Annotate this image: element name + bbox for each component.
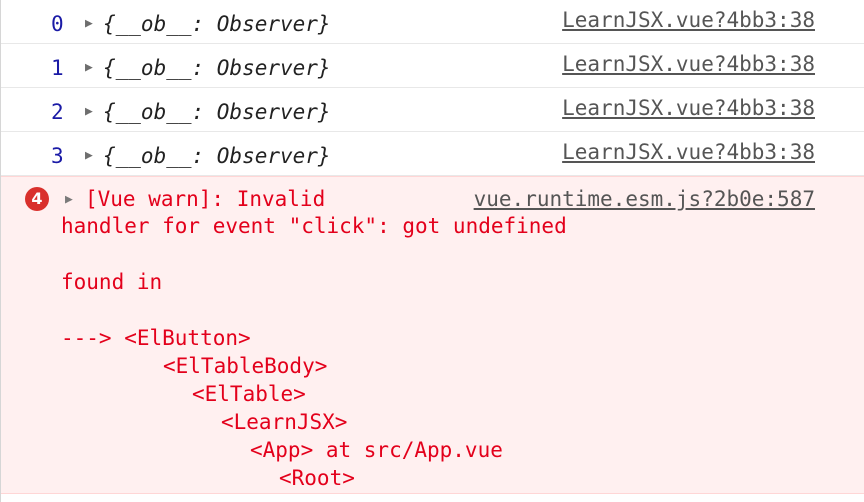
log-source-link[interactable]: LearnJSX.vue?4bb3:38 bbox=[562, 96, 815, 120]
log-row-1[interactable]: 1 ▶ {__ob__: Observer} LearnJSX.vue?4bb3… bbox=[1, 44, 864, 88]
vue-warning-message[interactable]: 4 ▶ [Vue warn]: Invalid vue.runtime.esm.… bbox=[1, 176, 864, 494]
trace-line-app: <App> at src/App.vue bbox=[250, 438, 503, 462]
expand-triangle-icon[interactable]: ▶ bbox=[85, 60, 93, 75]
warning-message-line: handler for event "click": got undefined bbox=[61, 214, 567, 238]
warning-headline: [Vue warn]: Invalid bbox=[85, 187, 326, 211]
log-source-link[interactable]: LearnJSX.vue?4bb3:38 bbox=[562, 140, 815, 164]
log-source-link[interactable]: LearnJSX.vue?4bb3:38 bbox=[562, 8, 815, 32]
trace-line-root: <Root> bbox=[279, 466, 355, 490]
log-index: 2 bbox=[51, 100, 64, 124]
expand-triangle-icon[interactable]: ▶ bbox=[85, 148, 93, 163]
expand-triangle-icon[interactable]: ▶ bbox=[85, 104, 93, 119]
log-source-link[interactable]: LearnJSX.vue?4bb3:38 bbox=[562, 52, 815, 76]
log-object-value[interactable]: {__ob__: Observer} bbox=[103, 100, 331, 124]
log-row-3[interactable]: 3 ▶ {__ob__: Observer} LearnJSX.vue?4bb3… bbox=[1, 132, 864, 176]
log-row-2[interactable]: 2 ▶ {__ob__: Observer} LearnJSX.vue?4bb3… bbox=[1, 88, 864, 132]
log-index: 3 bbox=[51, 144, 64, 168]
expand-triangle-icon[interactable]: ▶ bbox=[65, 192, 73, 207]
log-object-value[interactable]: {__ob__: Observer} bbox=[103, 144, 331, 168]
warning-source-link[interactable]: vue.runtime.esm.js?2b0e:587 bbox=[473, 187, 815, 211]
trace-line-elbutton: ---> <ElButton> bbox=[61, 326, 251, 350]
log-object-value[interactable]: {__ob__: Observer} bbox=[103, 56, 331, 80]
error-count-badge: 4 bbox=[25, 187, 49, 211]
expand-triangle-icon[interactable]: ▶ bbox=[85, 16, 93, 31]
log-object-value[interactable]: {__ob__: Observer} bbox=[103, 12, 331, 36]
trace-line-eltablebody: <ElTableBody> bbox=[163, 354, 328, 378]
trace-line-eltable: <ElTable> bbox=[192, 382, 306, 406]
log-index: 1 bbox=[51, 56, 64, 80]
trace-line-learnjsx: <LearnJSX> bbox=[221, 410, 348, 434]
log-index: 0 bbox=[51, 12, 64, 36]
log-row-0[interactable]: 0 ▶ {__ob__: Observer} LearnJSX.vue?4bb3… bbox=[1, 0, 864, 44]
found-in-label: found in bbox=[61, 270, 163, 294]
